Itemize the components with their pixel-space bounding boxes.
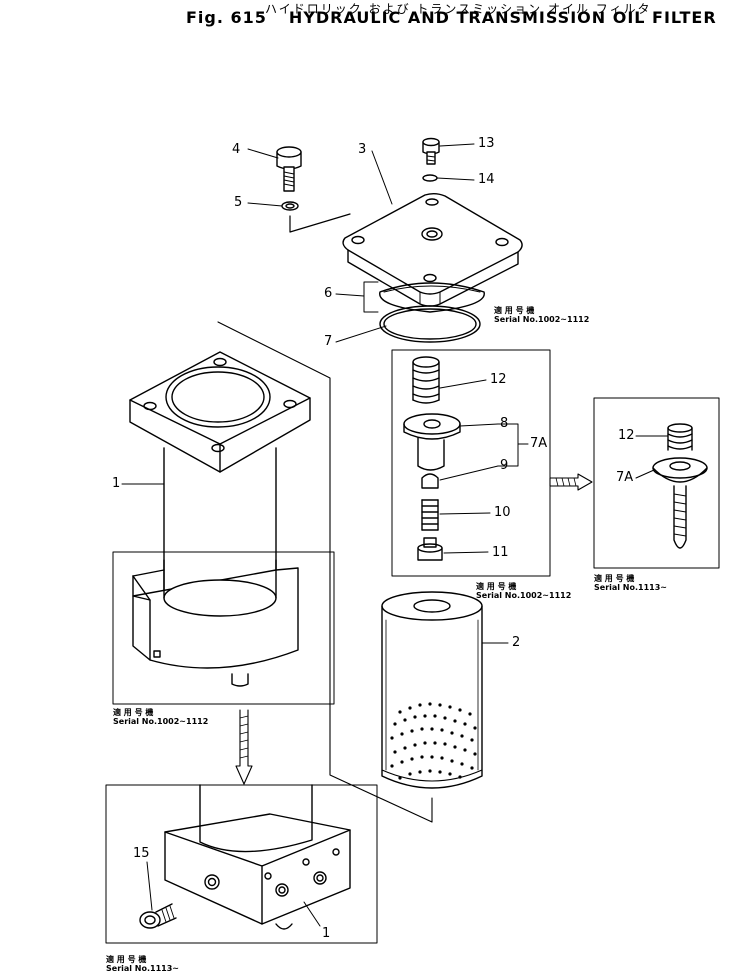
serial-note-text: Serial No.1113~ xyxy=(594,583,667,592)
serial-note-case: 適 用 号 機 Serial No.1002~1112 xyxy=(113,708,208,726)
filter-element-part-2 xyxy=(381,591,483,789)
poppet-part-9 xyxy=(421,473,439,489)
washer-part-5 xyxy=(281,201,299,211)
callout-1-block: 1 xyxy=(322,926,331,941)
title-japanese: ハイドロリック および トランスミッション オイル フィルタ xyxy=(265,2,652,16)
valve-assembly-part-7a-alt xyxy=(652,457,708,549)
serial-note-jp: 適 用 号 機 xyxy=(476,582,517,591)
bolt-part-13 xyxy=(422,137,440,165)
callout-6: 6 xyxy=(324,286,333,301)
detail-arrow-down xyxy=(235,709,253,785)
serial-note-text: Serial No.1002~1112 xyxy=(476,591,572,600)
callout-5: 5 xyxy=(234,195,243,210)
gasket-part-6 xyxy=(379,282,485,313)
leader-lines xyxy=(121,143,669,927)
detail-arrow-right xyxy=(549,473,593,491)
callout-12: 12 xyxy=(490,372,507,387)
o-ring-part-14 xyxy=(422,174,438,182)
callout-11: 11 xyxy=(492,545,509,560)
cover-part-3 xyxy=(342,193,523,307)
valve-seat-part-8 xyxy=(403,413,461,471)
figure-title: Fig. 615 HYDRAULIC AND TRANSMISSION OIL F… xyxy=(186,8,717,27)
spring-part-12 xyxy=(412,356,440,404)
valve-detail-box-alt xyxy=(593,397,720,569)
serial-note-valve-alt: 適 用 号 機 Serial No.1113~ xyxy=(594,574,667,592)
callout-12-alt: 12 xyxy=(618,428,635,443)
serial-note-cover: 適 用 号 機 Serial No.1002~1112 xyxy=(494,306,589,324)
o-ring-part-7 xyxy=(379,305,481,343)
callout-14: 14 xyxy=(478,172,495,187)
block-detail-box xyxy=(105,784,378,944)
valve-detail-box xyxy=(391,349,551,577)
callout-7: 7 xyxy=(324,334,333,349)
serial-note-jp: 適 用 号 機 xyxy=(113,708,154,717)
bolt-part-4 xyxy=(276,146,302,192)
case-detail-box xyxy=(112,551,335,705)
serial-note-jp: 適 用 号 機 xyxy=(594,574,635,583)
callout-10: 10 xyxy=(494,505,511,520)
callout-8: 8 xyxy=(500,416,509,431)
serial-note-jp: 適 用 号 機 xyxy=(494,306,535,315)
callout-15: 15 xyxy=(133,846,150,861)
case-base-detail xyxy=(132,559,299,687)
serial-note-text: Serial No.1002~1112 xyxy=(494,315,590,324)
spring-part-10 xyxy=(421,499,439,531)
serial-note-text: Serial No.1002~1112 xyxy=(113,717,209,726)
callout-13: 13 xyxy=(478,136,495,151)
figure-number: Fig. 615 xyxy=(186,8,267,27)
callout-4: 4 xyxy=(232,142,241,157)
callout-1: 1 xyxy=(112,476,121,491)
serial-note-jp: 適 用 号 機 xyxy=(106,955,147,964)
callout-3: 3 xyxy=(358,142,367,157)
serial-note-block: 適 用 号 機 Serial No.1113~ xyxy=(106,955,179,973)
callout-7a-alt: 7A xyxy=(616,470,634,485)
filter-perforations xyxy=(390,702,477,780)
callout-9: 9 xyxy=(500,458,509,473)
spring-part-12-alt xyxy=(667,423,693,451)
serial-note-text: Serial No.1113~ xyxy=(106,964,179,973)
callout-7a: 7A xyxy=(530,436,548,451)
plug-part-11 xyxy=(417,537,443,561)
callout-2: 2 xyxy=(512,635,521,650)
figure-name: HYDRAULIC AND TRANSMISSION OIL FILTER xyxy=(288,8,717,27)
serial-note-valve: 適 用 号 機 Serial No.1002~1112 xyxy=(476,582,571,600)
filter-block-part-1 xyxy=(164,784,351,930)
filter-case-part-1 xyxy=(129,351,311,599)
plug-part-15 xyxy=(139,903,177,929)
